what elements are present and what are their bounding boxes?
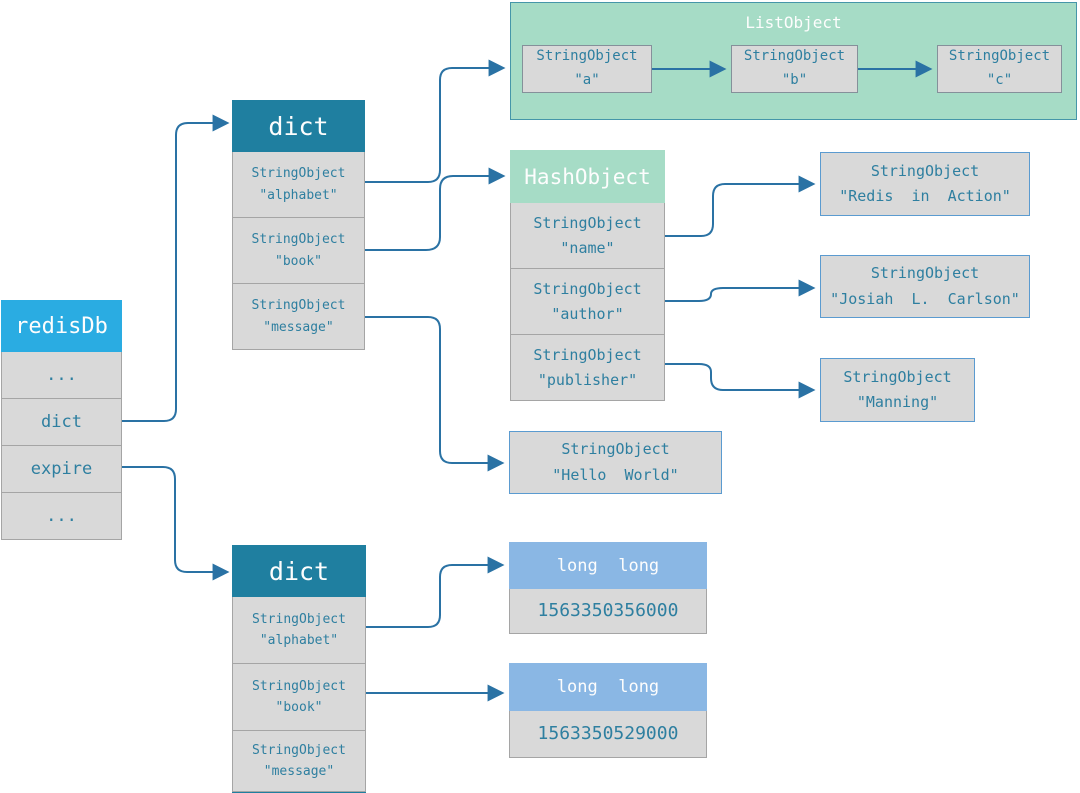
arrow-redisdb-dict-to-dict-top bbox=[122, 114, 230, 422]
dict-top-header: dict bbox=[232, 100, 365, 152]
cell-type: StringObject bbox=[251, 232, 346, 248]
listobject-node: ListObject StringObject "a" StringObject… bbox=[510, 2, 1077, 120]
cell-value: "book" bbox=[275, 253, 322, 269]
cell-type: StringObject bbox=[948, 48, 1051, 65]
listobject-item-c: StringObject "c" bbox=[937, 45, 1062, 93]
cell-value: "a" bbox=[574, 72, 600, 88]
hashobject-row-name: StringObject "name" bbox=[510, 203, 665, 269]
dict-bottom-node: dict StringObject "alphabet" StringObjec… bbox=[232, 545, 366, 793]
redisdb-row-ellipsis-bottom: ... bbox=[1, 493, 122, 540]
arrow-author-to-josiah bbox=[665, 279, 816, 302]
longlong-node-2: long long 1563350529000 bbox=[509, 663, 707, 758]
redisdb-header: redisDb bbox=[1, 300, 122, 352]
stringobject-manning: StringObject "Manning" bbox=[820, 358, 975, 422]
cell-type: StringObject bbox=[533, 213, 642, 232]
cell-value: "book" bbox=[275, 700, 323, 715]
arrow-redisdb-expire-to-dict-bottom bbox=[122, 466, 230, 581]
cell-type: StringObject bbox=[843, 367, 952, 386]
cell-value: "name" bbox=[560, 238, 615, 257]
cell-value: "b" bbox=[781, 72, 808, 88]
dict-bottom-row-alphabet: StringObject "alphabet" bbox=[232, 597, 366, 664]
redisdb-row-dict: dict bbox=[1, 399, 122, 446]
cell-type: StringObject bbox=[870, 161, 980, 180]
cell-type: StringObject bbox=[251, 298, 346, 314]
listobject-title: ListObject bbox=[745, 12, 842, 32]
longlong-node-1: long long 1563350356000 bbox=[509, 542, 707, 634]
hashobject-header: HashObject bbox=[510, 150, 665, 203]
cell-type: StringObject bbox=[536, 48, 638, 65]
cell-value: "Josiah L. Carlson" bbox=[830, 289, 1020, 308]
hashobject-node: HashObject StringObject "name" StringObj… bbox=[510, 150, 665, 401]
cell-type: StringObject bbox=[743, 48, 846, 65]
redisdb-row-ellipsis-top: ... bbox=[1, 352, 122, 399]
arrow-book-to-hashobject bbox=[365, 167, 506, 251]
redisdb-row-expire: expire bbox=[1, 446, 122, 493]
cell-type: StringObject bbox=[870, 264, 980, 282]
cell-type: StringObject bbox=[561, 440, 670, 458]
cell-type: StringObject bbox=[533, 345, 642, 364]
cell-value: "Manning" bbox=[856, 393, 939, 411]
dict-top-node: dict StringObject "alphabet" StringObjec… bbox=[232, 100, 365, 350]
hashobject-row-author: StringObject "author" bbox=[510, 269, 665, 335]
cell-value: "author" bbox=[551, 304, 624, 323]
cell-type: StringObject bbox=[252, 742, 346, 758]
stringobject-redis-in-action: StringObject "Redis in Action" bbox=[820, 152, 1030, 216]
dict-top-row-alphabet: StringObject "alphabet" bbox=[232, 152, 365, 218]
dict-top-row-book: StringObject "book" bbox=[232, 218, 365, 284]
cell-value: "alphabet" bbox=[259, 187, 338, 203]
arrow-alphabet-to-longlong1 bbox=[366, 556, 505, 628]
listobject-item-b: StringObject "b" bbox=[731, 45, 858, 93]
stringobject-hello-world: StringObject "Hello World" bbox=[509, 431, 722, 494]
stringobject-josiah-carlson: StringObject "Josiah L. Carlson" bbox=[820, 255, 1030, 318]
longlong1-value: 1563350356000 bbox=[509, 589, 707, 634]
cell-value: "Redis in Action" bbox=[839, 187, 1011, 205]
cell-type: StringObject bbox=[252, 611, 346, 627]
dict-top-row-message: StringObject "message" bbox=[232, 284, 365, 350]
arrow-alphabet-to-listobject bbox=[365, 59, 506, 183]
cell-type: StringObject bbox=[251, 166, 346, 182]
longlong2-header: long long bbox=[509, 663, 707, 711]
dict-bottom-row-message: StringObject "message" bbox=[232, 731, 366, 792]
arrow-name-to-redis-in-action bbox=[665, 175, 816, 237]
cell-value: "message" bbox=[263, 319, 334, 335]
arrow-message-to-hello-world bbox=[365, 316, 505, 472]
dict-bottom-header: dict bbox=[232, 545, 366, 597]
arrow-publisher-to-manning bbox=[665, 363, 816, 399]
longlong1-header: long long bbox=[509, 542, 707, 589]
cell-value: "Hello World" bbox=[552, 465, 679, 484]
redisdb-node: redisDb ... dict expire ... bbox=[1, 300, 122, 540]
cell-value: "alphabet" bbox=[259, 633, 339, 648]
hashobject-row-publisher: StringObject "publisher" bbox=[510, 335, 665, 401]
cell-value: "publisher" bbox=[537, 370, 638, 389]
cell-value: "message" bbox=[263, 764, 335, 779]
cell-type: StringObject bbox=[533, 279, 642, 298]
cell-type: StringObject bbox=[252, 678, 346, 694]
longlong2-value: 1563350529000 bbox=[509, 711, 707, 758]
dict-bottom-row-book: StringObject "book" bbox=[232, 664, 366, 731]
listobject-item-a: StringObject "a" bbox=[522, 45, 652, 93]
cell-value: "c" bbox=[986, 72, 1013, 88]
